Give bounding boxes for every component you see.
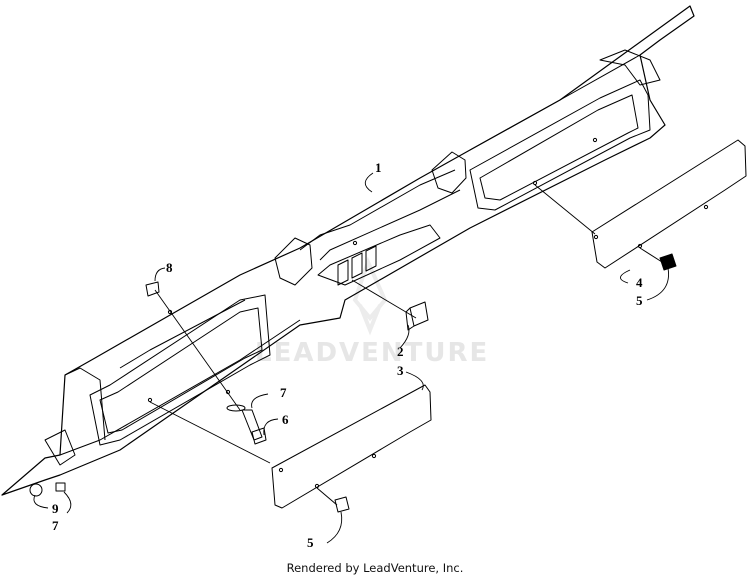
watermark-text: LEADVENTURE	[255, 338, 489, 368]
callout-9: 9	[52, 501, 59, 516]
callout-3: 3	[397, 363, 404, 378]
callout-2: 2	[397, 344, 404, 359]
bolt	[241, 409, 267, 445]
right-cover-plate	[591, 139, 747, 269]
nut	[55, 482, 66, 492]
callout-1: 1	[375, 160, 382, 175]
dash-panel	[1, 5, 695, 496]
left-cover-plate	[271, 384, 432, 509]
callout-6: 6	[282, 412, 289, 427]
screw-bottom	[316, 487, 350, 513]
callout-7-top: 7	[280, 385, 287, 400]
callout-8: 8	[166, 260, 173, 275]
callout-7-bottom: 7	[52, 518, 59, 533]
push-fastener	[145, 281, 160, 297]
callout-5-bottom: 5	[307, 535, 314, 550]
watermark-logo-icon	[352, 256, 388, 336]
watermark: LEADVENTURE	[255, 256, 489, 368]
screw-right	[639, 247, 677, 271]
callout-4: 4	[636, 275, 643, 290]
clip-part	[405, 301, 429, 331]
leader-lines	[33, 172, 669, 544]
callout-5-right: 5	[636, 293, 643, 308]
callout-labels: 1 2 3 4 5 5 6 7 7 8 9	[52, 160, 643, 550]
render-credit: Rendered by LeadVenture, Inc.	[286, 561, 464, 575]
